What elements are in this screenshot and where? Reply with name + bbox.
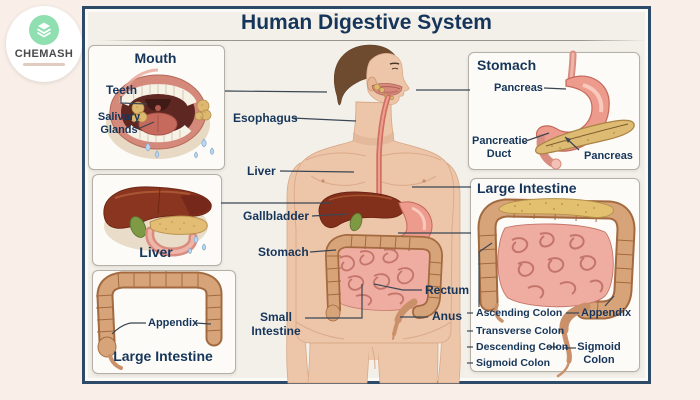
brand-logo: CHEMASH xyxy=(6,6,82,82)
label-gallbladder: Gallbladder xyxy=(243,209,310,223)
logo-tagline xyxy=(23,63,65,66)
label-pancreas-bottom: Pancreas xyxy=(584,150,633,162)
label-appendix-right: Appendix xyxy=(581,307,632,319)
label-sigmoid-colon-list: Sigmoid Colon xyxy=(476,357,551,369)
label-transverse-colon: Transverse Colon xyxy=(476,325,565,337)
inset-title-large-intestine-right: Large Intestine xyxy=(477,180,577,196)
label-liver: Liver xyxy=(247,164,276,178)
label-appendix-left: Appendix xyxy=(148,317,199,329)
label-stomach: Stomach xyxy=(258,245,309,259)
label-ascending-colon: Ascending Colon xyxy=(476,307,563,319)
label-esophagus: Esophagus xyxy=(233,111,298,125)
label-anus: Anus xyxy=(432,309,462,323)
label-pancreas-top: Pancreas xyxy=(494,82,543,94)
title-underline xyxy=(100,40,646,41)
label-teeth: Teeth xyxy=(106,83,138,97)
inset-title-mouth: Mouth xyxy=(134,50,177,66)
label-pancreatic-duct: Pancreatic Duct xyxy=(472,135,528,160)
inset-title-large-intestine-left: Large Intestine xyxy=(113,348,213,364)
layers-icon xyxy=(29,15,59,45)
inset-title-stomach: Stomach xyxy=(477,57,537,73)
label-salivary-glands: Salivary Glands xyxy=(97,111,141,136)
label-sigmoid-colon: Sigmoid Colon xyxy=(577,341,621,366)
inset-title-liver: Liver xyxy=(139,244,173,260)
label-descending-colon: Descending Colon xyxy=(476,341,569,353)
poster-title: Human Digestive System xyxy=(241,11,492,34)
label-small-intestine: Small Intestine xyxy=(251,310,301,338)
label-rectum: Rectum xyxy=(425,283,470,297)
brand-name: CHEMASH xyxy=(14,48,74,60)
